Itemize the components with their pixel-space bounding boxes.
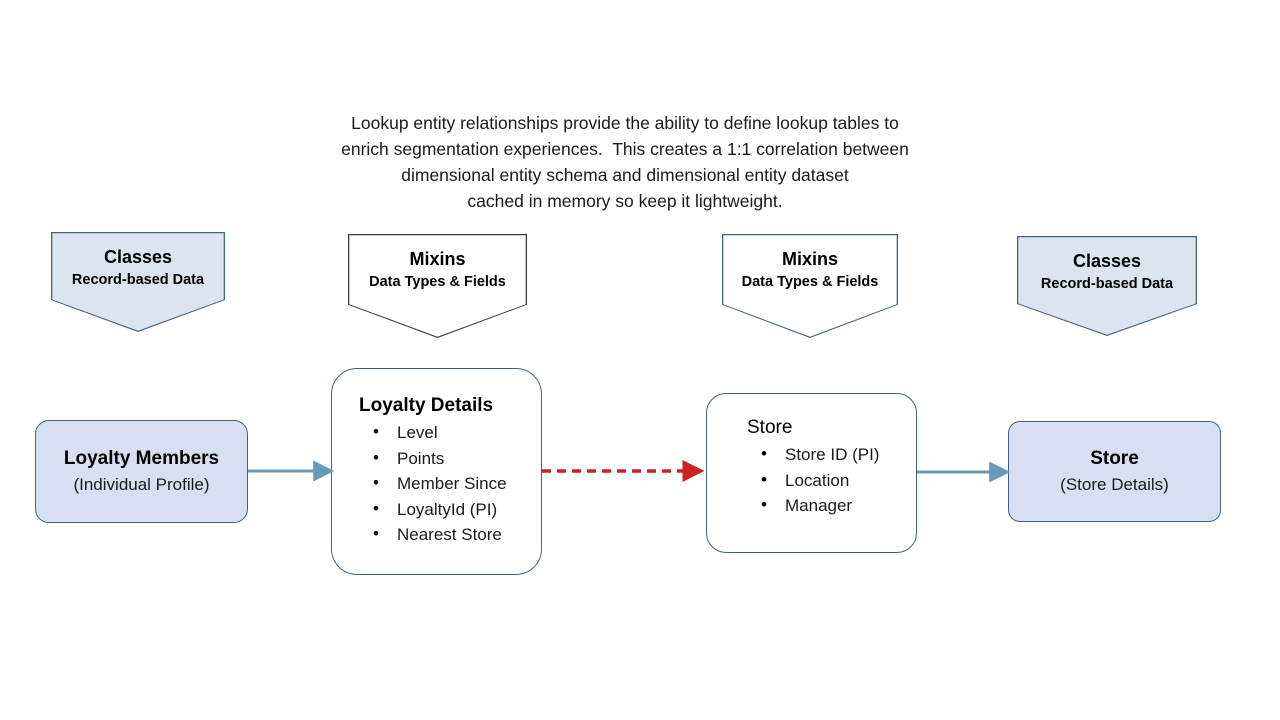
- list-item: Store ID (PI): [747, 441, 916, 468]
- list-item: Location: [747, 467, 916, 494]
- arrow-members-to-details: [248, 460, 335, 482]
- banner-mixins-left: Mixins Data Types & Fields: [348, 234, 527, 338]
- list-item: Points: [359, 445, 541, 472]
- node-title: Store: [1090, 447, 1139, 469]
- arrow-details-to-store: [542, 459, 705, 483]
- banner-subtitle: Data Types & Fields: [741, 274, 879, 290]
- node-store-class[interactable]: Store (Store Details): [1008, 421, 1221, 522]
- node-field-list: Store ID (PI) Location Manager: [747, 441, 916, 519]
- banner-subtitle: Record-based Data: [1040, 276, 1174, 292]
- banner-mixins-right: Mixins Data Types & Fields: [722, 234, 898, 338]
- banner-classes-left: Classes Record-based Data: [51, 232, 225, 332]
- node-title: Loyalty Members: [63, 447, 220, 469]
- node-title: Store: [747, 417, 793, 438]
- intro-paragraph: Lookup entity relationships provide the …: [280, 110, 970, 214]
- arrow-store-to-class: [917, 461, 1011, 483]
- intro-line-2: enrich segmentation experiences. This cr…: [341, 139, 909, 159]
- node-field-list: Level Points Member Since LoyaltyId (PI)…: [359, 419, 541, 548]
- intro-line-3: dimensional entity schema and dimensiona…: [401, 165, 849, 185]
- list-item: Nearest Store: [359, 521, 541, 548]
- banner-title: Classes: [103, 247, 173, 267]
- banner-text: Classes Record-based Data: [1017, 236, 1197, 294]
- list-item: Level: [359, 419, 541, 446]
- banner-subtitle: Record-based Data: [71, 272, 205, 288]
- node-subtitle: (Store Details): [1060, 474, 1169, 494]
- node-subtitle: (Individual Profile): [73, 474, 210, 494]
- banner-text: Mixins Data Types & Fields: [348, 234, 527, 292]
- node-store-entity[interactable]: Store Store ID (PI) Location Manager: [706, 393, 917, 553]
- banner-subtitle: Data Types & Fields: [369, 274, 506, 290]
- banner-title: Classes: [1072, 251, 1142, 271]
- node-title: Loyalty Details: [359, 395, 494, 416]
- intro-line-4: cached in memory so keep it lightweight.: [467, 191, 783, 211]
- banner-title: Mixins: [409, 249, 466, 269]
- list-item: LoyaltyId (PI): [359, 496, 541, 523]
- banner-text: Mixins Data Types & Fields: [722, 234, 898, 292]
- node-loyalty-details[interactable]: Loyalty Details Level Points Member Sinc…: [331, 368, 542, 575]
- banner-title: Mixins: [781, 249, 838, 269]
- banner-classes-right: Classes Record-based Data: [1017, 236, 1197, 336]
- banner-text: Classes Record-based Data: [51, 232, 225, 290]
- list-item: Manager: [747, 492, 916, 519]
- list-item: Member Since: [359, 470, 541, 497]
- intro-line-1: Lookup entity relationships provide the …: [351, 113, 899, 133]
- node-loyalty-members[interactable]: Loyalty Members (Individual Profile): [35, 420, 248, 523]
